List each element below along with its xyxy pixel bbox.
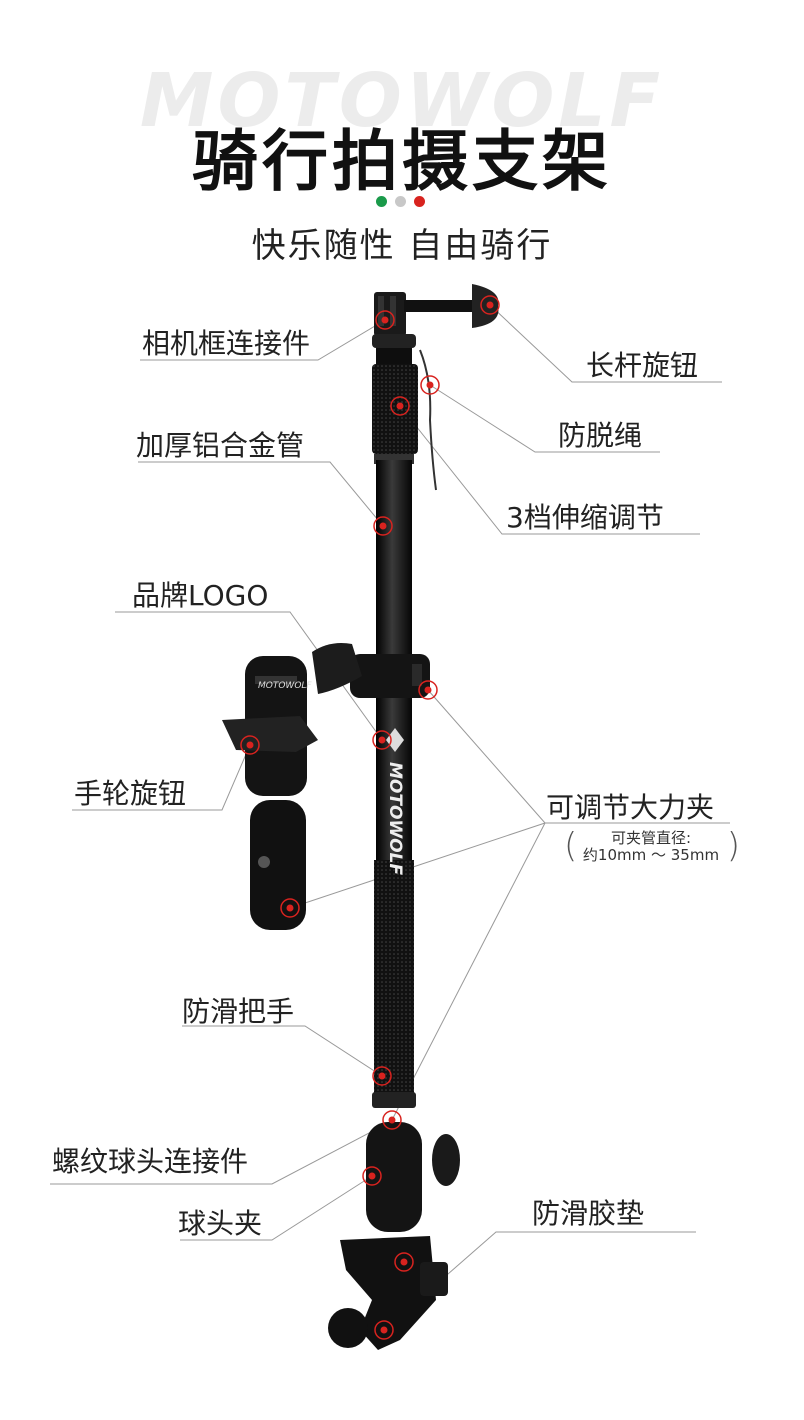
label-hand-knob: 手轮旋钮 (74, 777, 187, 810)
label-rubber-pad: 防滑胶垫 (532, 1197, 645, 1230)
paren-left: ( (564, 826, 578, 866)
accent-dots (376, 196, 436, 208)
grey-dot (395, 196, 406, 207)
clamp-diameter-note: ( 可夹管直径: 约10mm ～ 35mm ) (564, 826, 740, 866)
camera-frame-mount (372, 284, 499, 366)
label-brand-logo: 品牌LOGO (132, 579, 269, 612)
page-subtitle: 快乐随性 自由骑行 (251, 226, 553, 266)
label-ball-clamp: 球头夹 (178, 1207, 263, 1240)
callout-markers (240, 295, 500, 1340)
red-dot (414, 196, 425, 207)
rod-logo: MOTOWOLF (385, 728, 405, 875)
label-thread-ball: 螺纹球头连接件 (52, 1145, 249, 1178)
label-clamp: 可调节大力夹 (546, 791, 715, 824)
label-camera-frame: 相机框连接件 (142, 327, 311, 360)
label-long-rod-knob: 长杆旋钮 (586, 349, 699, 382)
svg-text:MOTOWOLF: MOTOWOLF (258, 681, 312, 691)
clamp-note-line1: 可夹管直径: (610, 829, 692, 847)
label-aluminum-tube: 加厚铝合金管 (136, 429, 305, 462)
label-grip: 防滑把手 (182, 995, 295, 1028)
paren-right: ) (726, 826, 740, 866)
ball-head-clamp (328, 1122, 460, 1350)
clamp-ring (350, 654, 430, 698)
side-arm: MOTOWOLF (222, 643, 362, 930)
callout-lines (50, 304, 730, 1331)
clamp-note-line2: 约10mm ～ 35mm (582, 846, 720, 864)
brand-watermark: MOTOWOLF (139, 58, 665, 144)
label-telescopic: 3档伸缩调节 (506, 501, 664, 534)
label-anti-drop-rope: 防脱绳 (558, 419, 643, 452)
green-dot (376, 196, 387, 207)
page-title: 骑行拍摄支架 (192, 123, 612, 200)
svg-text:MOTOWOLF: MOTOWOLF (385, 762, 405, 875)
